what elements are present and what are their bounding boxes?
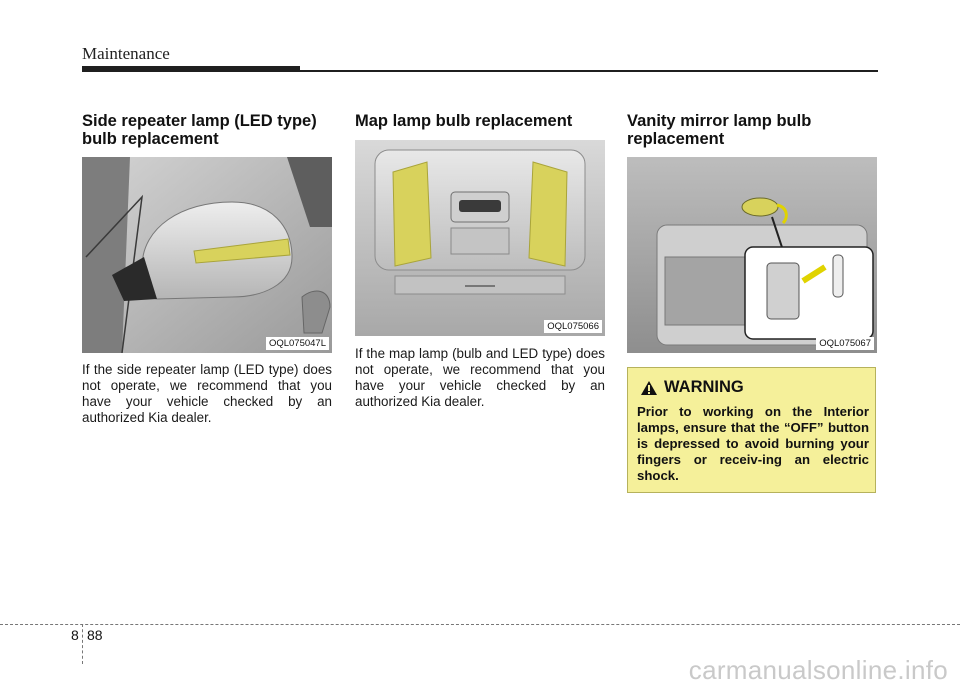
footer-dashed-rule [0, 624, 960, 625]
map-lamp-right-highlight [528, 161, 568, 267]
figure-code-label: OQL075066 [544, 320, 602, 333]
chapter-number: 8 [71, 627, 79, 643]
section-heading: Vanity mirror lamp bulb replacement [627, 112, 812, 148]
watermark: carmanualsonline.info [688, 655, 948, 685]
vanity-mirror-illustration [627, 157, 877, 353]
map-lamp-left-highlight [392, 161, 432, 267]
figure-side-mirror: OQL075047L [82, 157, 332, 353]
warning-box: WARNING Prior to working on the Interior… [627, 367, 876, 493]
header-rule-thick [82, 66, 300, 72]
section-vanity-mirror-lamp: Vanity mirror lamp bulb replacement [627, 112, 877, 148]
section-side-repeater: Side repeater lamp (LED type) bulb repla… [82, 112, 332, 148]
body-text-map-lamp: If the map lamp (bulb and LED type) does… [355, 346, 605, 409]
footer-dashed-divider [82, 624, 83, 664]
warning-title: WARNING [664, 378, 744, 396]
vanity-lamp-highlight [741, 197, 779, 217]
section-heading: Side repeater lamp (LED type) bulb repla… [82, 112, 317, 148]
section-heading: Map lamp bulb replacement [355, 112, 573, 130]
warning-triangle-icon [641, 380, 657, 395]
header-title: Maintenance [82, 44, 170, 63]
figure-code-label: OQL075067 [816, 337, 874, 350]
figure-map-lamp: OQL075066 [355, 140, 605, 336]
body-text-side-repeater: If the side repeater lamp (LED type) doe… [82, 362, 332, 425]
header-rule-thin [300, 70, 878, 72]
figure-code-label: OQL075047L [265, 337, 329, 350]
section-map-lamp: Map lamp bulb replacement [355, 112, 605, 130]
warning-header: WARNING [640, 378, 744, 397]
page-number: 88 [87, 627, 103, 643]
figure-vanity-mirror-lamp: OQL075067 [627, 157, 877, 353]
led-repeater-highlight [193, 238, 291, 264]
side-mirror-illustration [82, 157, 332, 353]
map-lamp-illustration [355, 140, 605, 336]
warning-text: Prior to working on the Interior lamps, … [637, 404, 869, 483]
